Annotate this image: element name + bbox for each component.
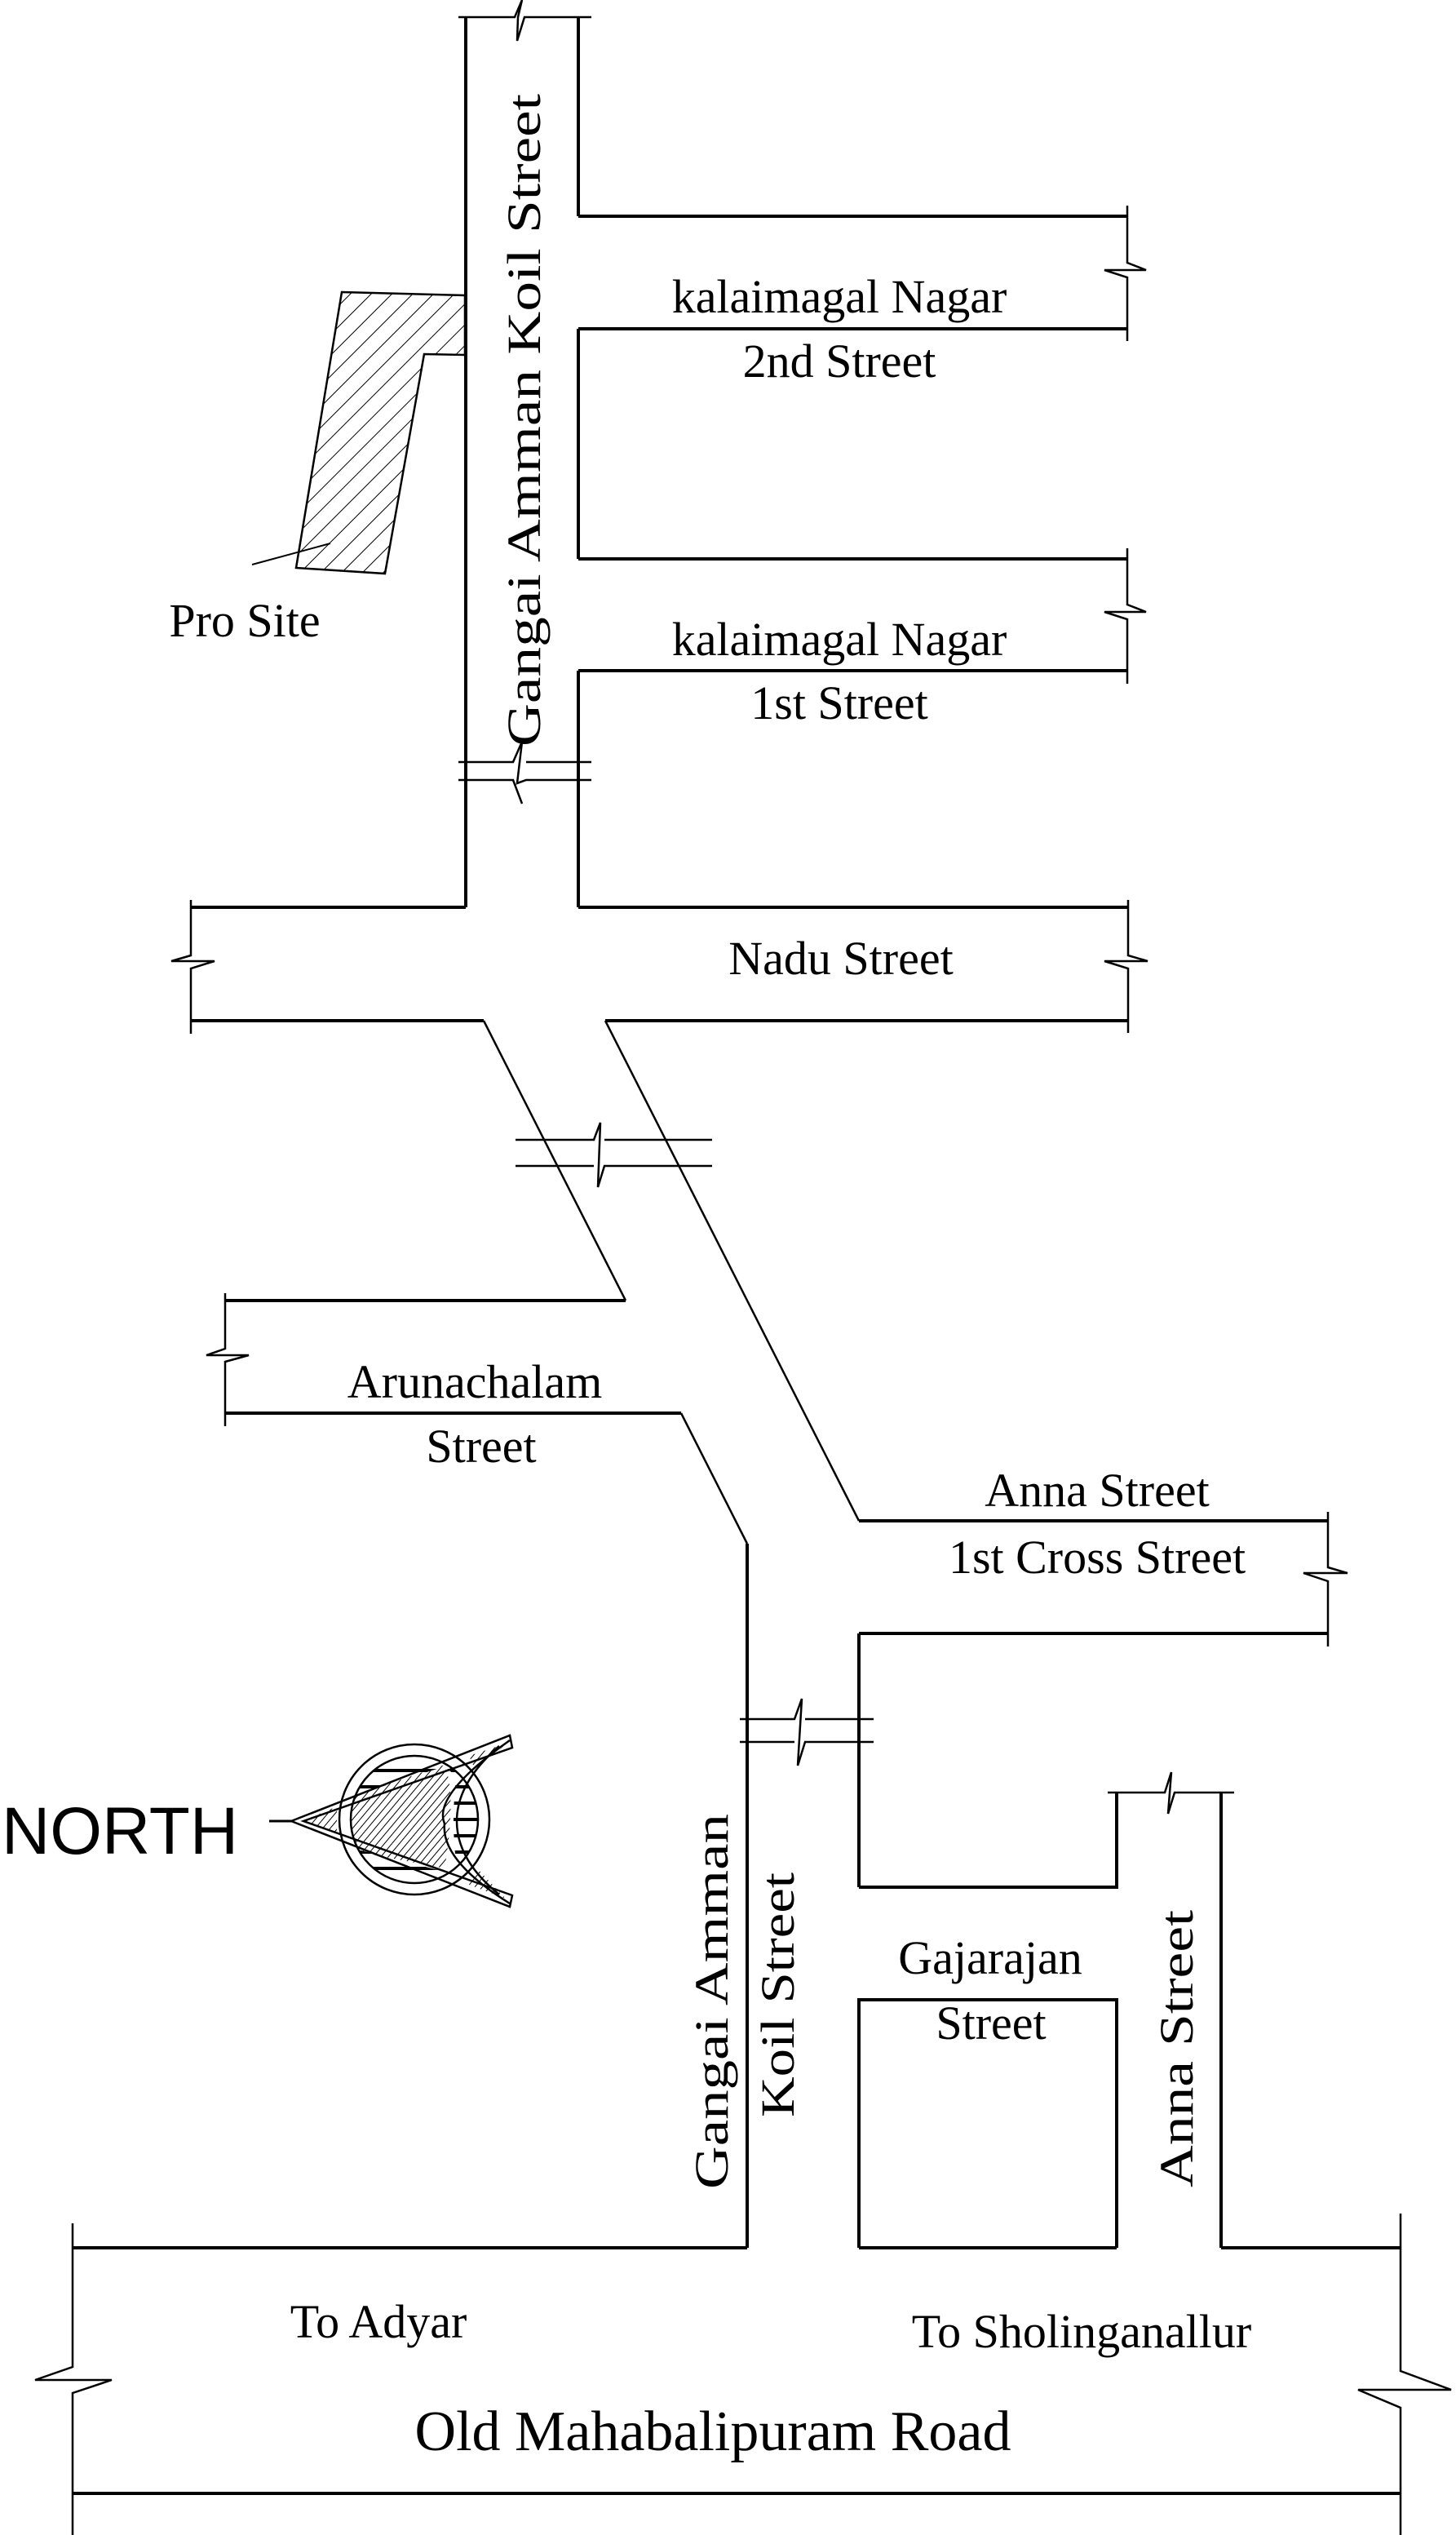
label-to-adyar: To Adyar bbox=[290, 2295, 467, 2348]
label-gangai-amman-lower: Gangai Amman bbox=[685, 1814, 738, 2189]
label-kalaimagal-1st-line1: kalaimagal Nagar bbox=[672, 613, 1007, 666]
gajarajan-street-block bbox=[857, 1998, 1118, 2248]
nadu-street bbox=[170, 900, 1148, 1034]
kalaimagal-nagar-2nd-street bbox=[578, 206, 1147, 341]
gangai-amman-koil-street-upper bbox=[458, 0, 591, 907]
label-anna-cross-line2: 1st Cross Street bbox=[949, 1531, 1246, 1584]
hatched-site-icon bbox=[294, 290, 467, 575]
label-gangai-amman-koil-street-upper: Gangai Amman Koil Street bbox=[498, 94, 551, 747]
label-north: NORTH bbox=[2, 1794, 238, 1868]
label-kalaimagal-2nd-line2: 2nd Street bbox=[743, 335, 936, 388]
road-break-gangai-lower bbox=[740, 1698, 874, 1766]
label-anna-street-vertical: Anna Street bbox=[1150, 1910, 1203, 2187]
label-anna-cross-line1: Anna Street bbox=[985, 1464, 1209, 1517]
anna-street-vertical bbox=[859, 1771, 1234, 2248]
label-gajarajan-line1: Gajarajan bbox=[898, 1931, 1082, 1984]
road-break-anna bbox=[1108, 1771, 1234, 1815]
label-koil-street-lower: Koil Street bbox=[751, 1872, 804, 2117]
label-to-sholinganallur: To Sholinganallur bbox=[912, 2305, 1251, 2358]
arunachalam-street bbox=[206, 1293, 749, 1544]
label-gajarajan-line2: Street bbox=[936, 1997, 1046, 2050]
label-arunachalam-line1: Arunachalam bbox=[347, 1355, 602, 1408]
road-break-gangai-upper bbox=[458, 741, 591, 804]
label-pro-site: Pro Site bbox=[169, 594, 320, 647]
site-leader-line bbox=[251, 543, 331, 565]
old-mahabalipuram-road bbox=[34, 2214, 1452, 2535]
label-nadu-street: Nadu Street bbox=[728, 932, 953, 985]
pro-site-marker bbox=[251, 290, 467, 575]
road-break-top bbox=[458, 0, 591, 42]
label-kalaimagal-1st-line2: 1st Street bbox=[750, 676, 927, 729]
road-break-diagonal bbox=[516, 1122, 712, 1188]
diagonal-road bbox=[482, 1020, 861, 1522]
gangai-amman-koil-street-lower bbox=[740, 1544, 874, 2248]
kalaimagal-nagar-1st-street bbox=[578, 548, 1147, 684]
label-arunachalam-line2: Street bbox=[426, 1420, 536, 1473]
anna-street-1st-cross-street bbox=[859, 1512, 1348, 1646]
compass-north-arrow-icon bbox=[269, 1734, 514, 1908]
label-old-mahabalipuram-road: Old Mahabalipuram Road bbox=[415, 2400, 1011, 2463]
label-kalaimagal-2nd-line1: kalaimagal Nagar bbox=[672, 270, 1007, 323]
